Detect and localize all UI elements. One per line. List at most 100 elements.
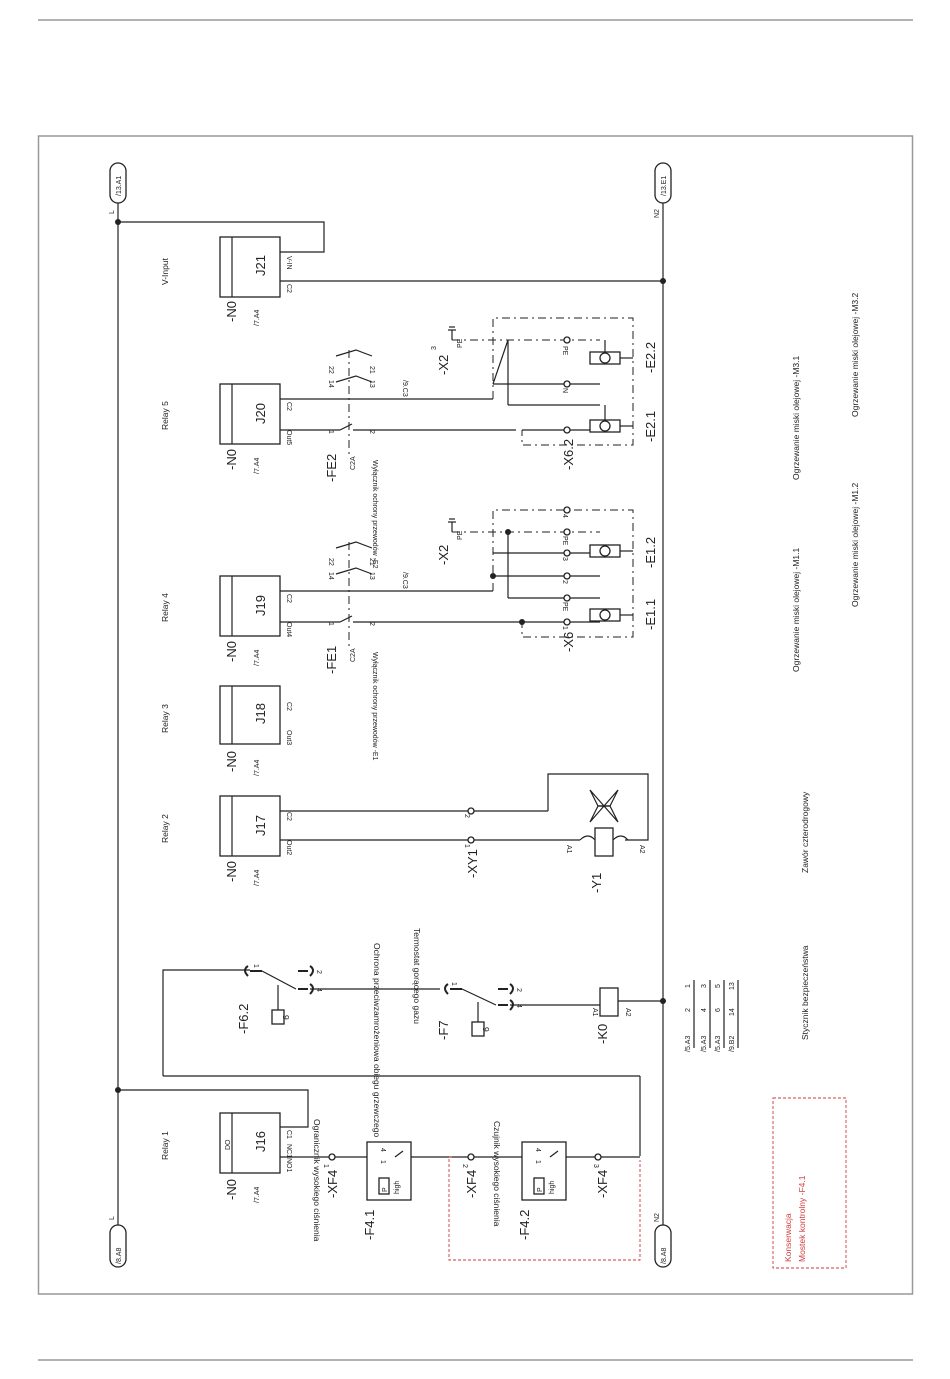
f7-pin-4: 4 bbox=[515, 1004, 522, 1008]
pressure-switches: P high P high 1 4 1 4 -XF4 1 -XF4 2 -XF4… bbox=[312, 1119, 641, 1261]
heater-e2-pin-n: N bbox=[561, 388, 568, 393]
valve-coil-a1: A1 bbox=[565, 845, 572, 854]
heater-e2-terminal-pin: 3 bbox=[431, 346, 438, 350]
breaker-fe2-c14: 14 bbox=[327, 380, 334, 388]
k0-a1: A1 bbox=[591, 1008, 598, 1017]
module-j16-device: -N0 bbox=[224, 1179, 239, 1200]
valve-caption: Zawór czterodrogowy bbox=[800, 791, 810, 873]
module-j17-pin-out: Out2 bbox=[285, 840, 292, 855]
valve-fan-icon bbox=[589, 789, 619, 823]
heater-block-e2: -X2 3 PE PE N -X6.2 -E2.2 -E2.1 Ogrzewan… bbox=[431, 292, 860, 480]
k0-ref-1: /5.A3 bbox=[685, 1036, 692, 1052]
breaker-fe1-c22: 22 bbox=[327, 558, 334, 566]
module-j17-title: Relay 2 bbox=[160, 814, 170, 843]
k0-contact-1: 1 bbox=[685, 984, 692, 988]
bus-label-l-bottom: L bbox=[109, 1216, 116, 1220]
xf4-3-label: -XF4 bbox=[595, 1170, 610, 1198]
maintenance-note: Konserwacja Mostek kontrolny -F4.1 bbox=[772, 1097, 847, 1269]
bus-ref-right-top: /13.E1 bbox=[661, 176, 668, 196]
f62-pin-4: 4 bbox=[315, 988, 322, 992]
heater-e21-id: -E2.1 bbox=[643, 411, 658, 442]
module-j21-id: J21 bbox=[253, 255, 268, 276]
valve-pin-1: 1 bbox=[463, 844, 470, 848]
heater-e1-pin-2: 2 bbox=[561, 580, 568, 584]
k0-caption: Stycznik bezpieczeństwa bbox=[800, 945, 810, 1040]
module-j20-title: Relay 5 bbox=[160, 401, 170, 430]
k0-contact-3: 3 bbox=[701, 984, 708, 988]
heater-e1-caption-b: Ogrzewanie miski olejowej -M1.2 bbox=[850, 482, 860, 607]
k0-contact-2: 2 bbox=[685, 1008, 692, 1012]
bus-label-n2-bottom: N2 bbox=[654, 1213, 661, 1222]
k0-ref-4: /9.B2 bbox=[729, 1036, 736, 1052]
module-j19-device: -N0 bbox=[224, 641, 239, 662]
breaker-fe2-c13: 13 bbox=[368, 380, 375, 388]
drawing-frame bbox=[37, 135, 914, 1295]
module-j18: J18 -N0 /7.A4 Relay 3 C2 Out3 bbox=[160, 685, 292, 776]
heater-e2-caption-a: Ogrzewanie miski olejowej -M3.1 bbox=[791, 355, 801, 480]
f7-caption: Termostat gorącego gazu bbox=[412, 928, 422, 1024]
breaker-fe2-id: -FE2 bbox=[324, 454, 339, 482]
f42-sub: high bbox=[549, 1181, 556, 1194]
heater-e1-pin-pe: PE bbox=[561, 536, 568, 546]
k0-id: -K0 bbox=[595, 1024, 610, 1044]
breaker-fe1-ref: /9.C3 bbox=[401, 572, 408, 589]
module-j20-id: J20 bbox=[253, 403, 268, 424]
module-j21-title: V-Input bbox=[160, 257, 170, 285]
breaker-fe1-rating: C2A bbox=[350, 648, 357, 662]
module-j17: J17 -N0 /7.A4 Relay 2 C2 Out2 bbox=[160, 773, 649, 886]
f42-id: -F4.2 bbox=[517, 1210, 532, 1240]
k0-ref-2: /5.A3 bbox=[701, 1036, 708, 1052]
xf4-1-label: -XF4 bbox=[325, 1170, 340, 1198]
module-j20-ref: /7.A4 bbox=[254, 458, 261, 474]
bus-ref-left-top: /13.A1 bbox=[116, 176, 123, 196]
k0-contact-5: 5 bbox=[715, 984, 722, 988]
module-j20: J20 -N0 /7.A4 Relay 5 C2 Out5 bbox=[160, 383, 493, 474]
module-j16-pin-no1: NO1 bbox=[285, 1158, 292, 1173]
note-line-2: Mostek kontrolny -F4.1 bbox=[797, 1175, 807, 1262]
f41-caption: Ogranicznik wysokiego ciśnienia bbox=[312, 1119, 322, 1242]
module-j18-pin-out: Out3 bbox=[285, 730, 292, 745]
f42-symbol: P bbox=[537, 1187, 544, 1192]
f41-sub: high bbox=[394, 1181, 401, 1194]
module-j19: J19 -N0 /7.A4 Relay 4 C2 Out4 bbox=[160, 575, 493, 666]
k0-contact-14: 14 bbox=[729, 1008, 736, 1016]
breaker-fe1-c14: 14 bbox=[327, 572, 334, 580]
heater-e1-pin-1: 1 bbox=[561, 626, 568, 630]
k0-contact-13: 13 bbox=[729, 982, 736, 990]
k0-a2: A2 bbox=[624, 1008, 631, 1017]
breaker-fe1-caption: Wyłącznik ochrony przewodów -E1 bbox=[371, 652, 378, 761]
heater-e12-id: -E1.2 bbox=[643, 537, 658, 568]
f7-id: -F7 bbox=[436, 1021, 451, 1041]
breaker-fe2-ref: /9.C3 bbox=[401, 380, 408, 397]
xf4-2-pin: 2 bbox=[461, 1164, 468, 1168]
k0-contact-4: 4 bbox=[701, 1008, 708, 1012]
f42-pin-4: 4 bbox=[534, 1148, 541, 1152]
valve-terminal: -XY1 bbox=[465, 849, 480, 878]
left-bus: /13.A1 /8.A8 L L bbox=[109, 162, 127, 1268]
bus-label-n2-top: N2 bbox=[654, 209, 661, 218]
module-j17-device: -N0 bbox=[224, 861, 239, 882]
k0-contact-table: /5.A3 /5.A3 /5.A3 /9.B2 1 2 3 4 5 6 13 1… bbox=[685, 980, 739, 1052]
module-j19-pin-c2: C2 bbox=[285, 594, 292, 603]
f7-pin-1: 1 bbox=[450, 982, 457, 986]
heater-e2-pin-pe: PE bbox=[561, 346, 568, 356]
breaker-fe2-c22: 22 bbox=[327, 366, 334, 374]
f42-caption: Czujnik wysokiego ciśnienia bbox=[492, 1121, 502, 1227]
breaker-fe1-c21: 21 bbox=[368, 558, 375, 566]
module-j16-ref: /7.A4 bbox=[254, 1187, 261, 1203]
breaker-fe2-c1: 1 bbox=[327, 430, 334, 434]
k0-contact-6: 6 bbox=[715, 1008, 722, 1012]
maintenance-bridge bbox=[448, 1156, 641, 1261]
f42-pin-1: 1 bbox=[534, 1160, 541, 1164]
module-j21-pin-c2: C2 bbox=[285, 284, 292, 293]
f7-symbol: 9 bbox=[481, 1027, 491, 1032]
valve-coil-id: -Y1 bbox=[589, 873, 604, 893]
bus-ref-left-bottom: /8.A8 bbox=[116, 1248, 123, 1264]
module-j16: DO J16 -N0 /7.A4 Relay 1 C1 NC1 NO1 bbox=[118, 1089, 640, 1203]
breaker-fe2-caption: Wyłącznik ochrony przewodów -E2 bbox=[371, 460, 378, 569]
module-j20-pin-out: Out5 bbox=[285, 430, 292, 445]
module-j18-device: -N0 bbox=[224, 751, 239, 772]
f41-id: -F4.1 bbox=[362, 1210, 377, 1240]
breaker-fe1: 22 21 14 13 1 2 /9.C3 -FE1 C2A Wyłącznik… bbox=[324, 541, 522, 761]
